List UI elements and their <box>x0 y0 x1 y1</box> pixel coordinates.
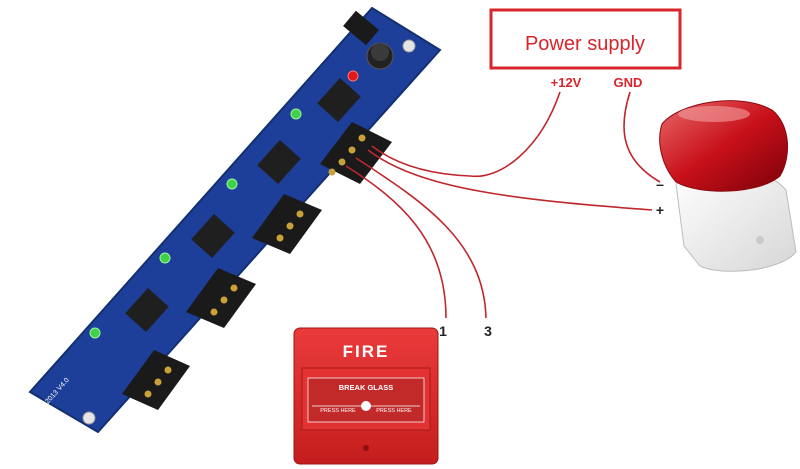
wires <box>345 91 661 319</box>
press-here-left: PRESS HERE <box>320 408 356 414</box>
mounting-hole <box>402 39 416 53</box>
relay-module-board: 2013 V4.0 <box>28 6 442 434</box>
wire-3 <box>355 157 487 319</box>
power-supply-box <box>489 8 682 70</box>
siren-dome <box>659 100 789 192</box>
power-led <box>347 70 359 82</box>
siren-plus-label: + <box>656 202 664 218</box>
wire-siren-plus <box>367 149 653 211</box>
terminal-block-3 <box>186 268 256 328</box>
wire-1 <box>345 165 447 319</box>
status-led-green-3 <box>159 252 171 264</box>
wire-label-1: 1 <box>439 323 447 339</box>
fire-call-point: FIRE BREAK GLASS PRESS HERE PRESS HERE <box>293 327 439 465</box>
mounting-hole <box>82 411 96 425</box>
label-plus-12v: +12V <box>551 75 582 90</box>
capacitor-top <box>371 43 389 61</box>
press-center-dot <box>361 401 371 411</box>
press-here-right: PRESS HERE <box>376 408 412 414</box>
status-led-green-2 <box>226 178 238 190</box>
call-point-glass <box>307 377 425 423</box>
wire-gnd <box>623 91 661 183</box>
power-supply-title: Power supply <box>525 33 645 55</box>
call-point-fire-label: FIRE <box>343 342 390 361</box>
siren-base-screw <box>756 236 764 244</box>
relay-1 <box>317 77 361 123</box>
terminal-block-2 <box>252 194 322 254</box>
relay-2 <box>257 139 301 185</box>
terminal-block-input <box>320 122 392 184</box>
siren: – + <box>656 100 797 272</box>
siren-minus-label: – <box>656 176 664 192</box>
break-glass-label: BREAK GLASS <box>339 383 394 392</box>
power-supply: Power supply +12V GND <box>489 8 682 90</box>
relay-4 <box>125 287 169 333</box>
power-input-connector <box>343 10 379 46</box>
status-led-green-1 <box>290 108 302 120</box>
relay-3 <box>191 213 235 259</box>
terminal-block-4 <box>122 350 190 410</box>
status-led-green-4 <box>89 327 101 339</box>
label-gnd: GND <box>614 75 643 90</box>
wire-plus-12v <box>371 91 561 178</box>
siren-dome-highlight <box>678 106 750 122</box>
wire-label-3: 3 <box>484 323 492 339</box>
call-point-screw <box>363 445 369 451</box>
